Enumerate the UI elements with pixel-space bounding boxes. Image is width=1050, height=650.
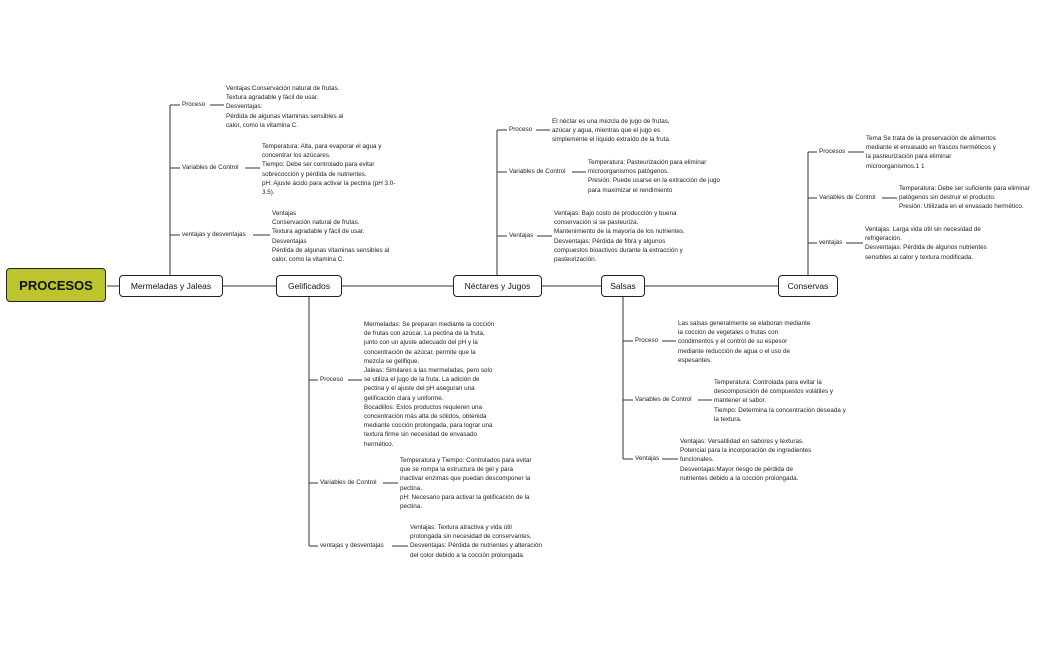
gelificados-ventajas-text: Ventajas: Textura atractiva y vida útil … [410,524,542,559]
gelificados-proceso-text: Mermeladas: Se preparan mediante la cocc… [364,321,495,448]
salsas-ventajas-text: Ventajas: Versatilidad en sabores y text… [680,438,812,482]
gelificados-variables-text: Temperatura y Tiempo: Controlados para e… [400,457,532,511]
topic-mermeladas-jaleas[interactable]: Mermeladas y Jaleas [119,275,223,297]
nectares-proceso-label[interactable]: Proceso [509,126,533,133]
topic-salsas[interactable]: Salsas [601,275,645,297]
root-node[interactable]: PROCESOS [6,268,106,302]
mermeladas-variables-text: Temperatura: Alta, para evaporar el agua… [262,143,396,197]
nectares-ventajas-text: Ventajas: Bajo costo de producción y bue… [554,210,685,264]
conservas-ventajas-label[interactable]: ventajas [819,239,843,246]
mermeladas-ventajas-text: Ventajas Conservación natural de frutas.… [272,210,390,264]
topic-conservas[interactable]: Conservas [778,275,838,297]
gelificados-proceso-label[interactable]: Proceso [320,376,344,383]
topic-nectares-jugos[interactable]: Néctares y Jugos [453,275,542,297]
topic-gelificados[interactable]: Gelificados [276,275,342,297]
nectares-proceso-text: El néctar es una mezcla de jugo de fruta… [552,118,671,144]
mermeladas-variables-label[interactable]: Variables de Control [182,164,239,171]
nectares-variables-text: Temperatura: Pasteurización para elimina… [588,159,720,194]
mermeladas-ventajas-label[interactable]: ventajas y desventajas [182,231,246,238]
mermeladas-proceso-text: Ventajas:Conservación natural de frutas.… [226,85,344,129]
nectares-variables-label[interactable]: Variables de Control [509,168,566,175]
salsas-ventajas-label[interactable]: Ventajas [635,455,660,462]
conservas-proceso-text: Tema Se trata de la preservación de alim… [866,135,996,170]
mermeladas-proceso-label[interactable]: Proceso [182,101,206,108]
nectares-ventajas-label[interactable]: Ventajas [509,232,534,239]
gelificados-variables-label[interactable]: Variables de Control [320,479,377,486]
salsas-proceso-text: Las salsas generalmente se elaboran medi… [678,320,811,364]
salsas-proceso-label[interactable]: Proceso [635,337,659,344]
gelificados-ventajas-label[interactable]: ventajas y desventajas [320,542,384,549]
conservas-proceso-label[interactable]: Procesos [819,148,846,155]
salsas-variables-text: Temperatura: Controlada para evitar la d… [714,379,846,423]
conservas-variables-text: Temperatura: Debe ser suficiente para el… [899,185,1030,211]
conservas-ventajas-text: Ventajas: Larga vida útil sin necesidad … [865,226,987,261]
salsas-variables-label[interactable]: Variables de Control [635,396,692,403]
conservas-variables-label[interactable]: Variables de Control [819,194,876,201]
